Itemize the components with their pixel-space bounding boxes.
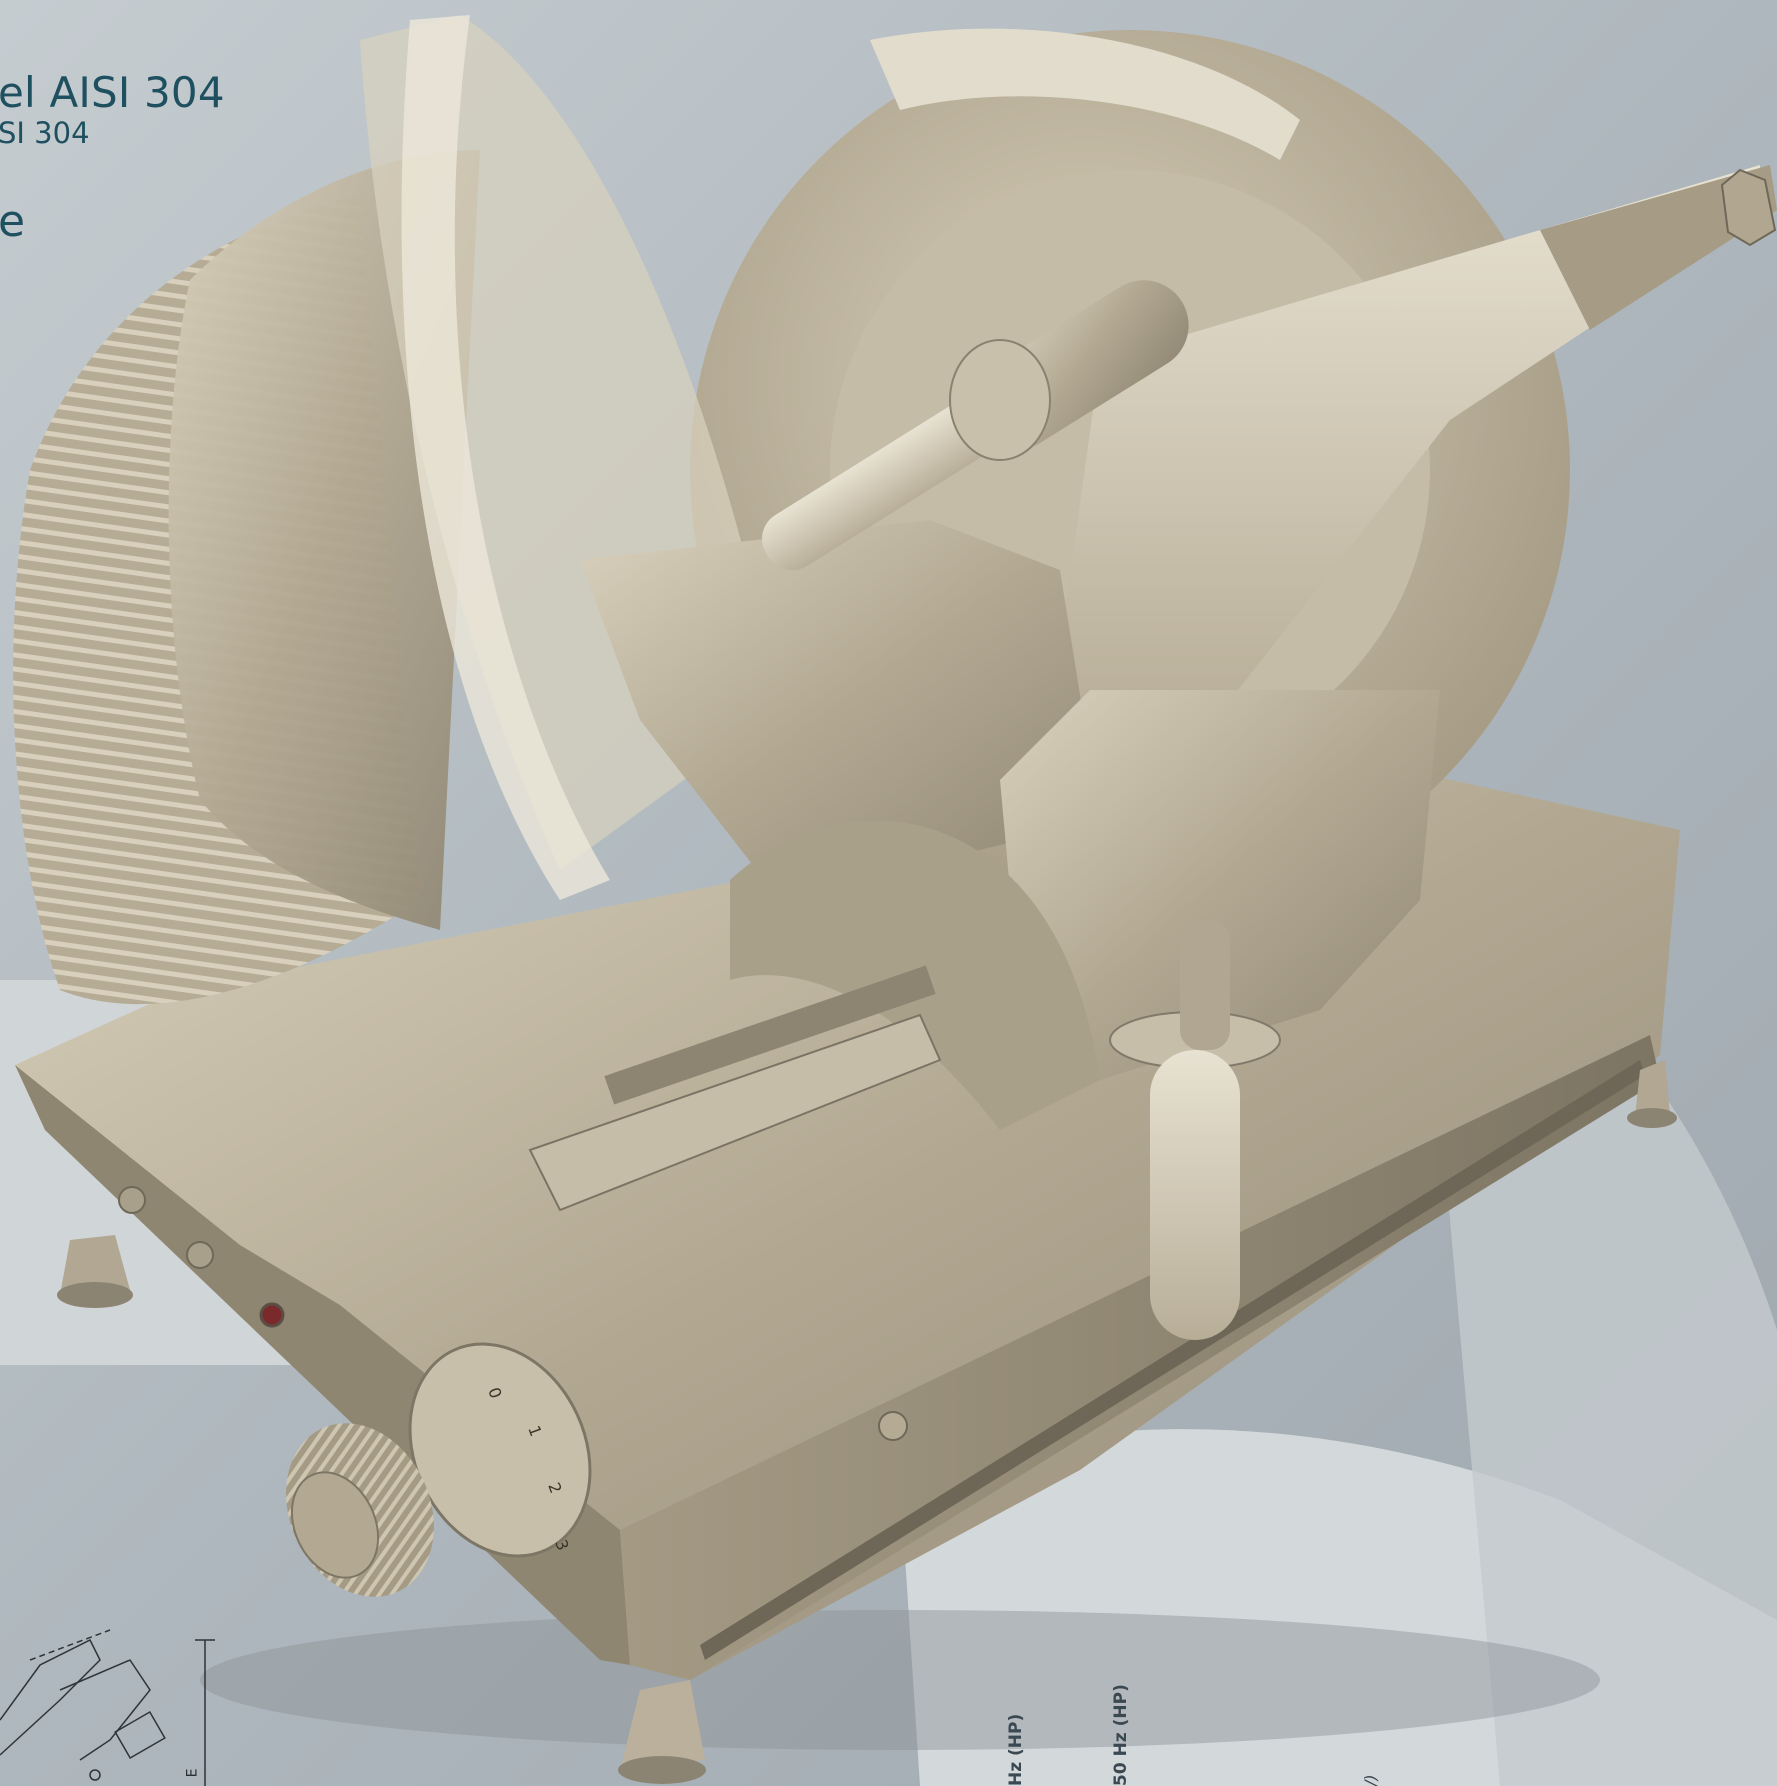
spec-column-power-hp: Hz (HP) (1006, 1713, 1026, 1786)
technical-drawing (0, 1629, 215, 1786)
spec-column-partial: /) (1361, 1774, 1380, 1786)
heading-model-line: e (0, 196, 26, 247)
spec-column-power-50hz-hp: 50 Hz (HP) (1111, 1684, 1131, 1786)
heading-material-line-2: SI 304 (0, 116, 90, 150)
heading-material-line-1: el AISI 304 (0, 68, 225, 117)
dimension-label-e: E (184, 1768, 201, 1778)
